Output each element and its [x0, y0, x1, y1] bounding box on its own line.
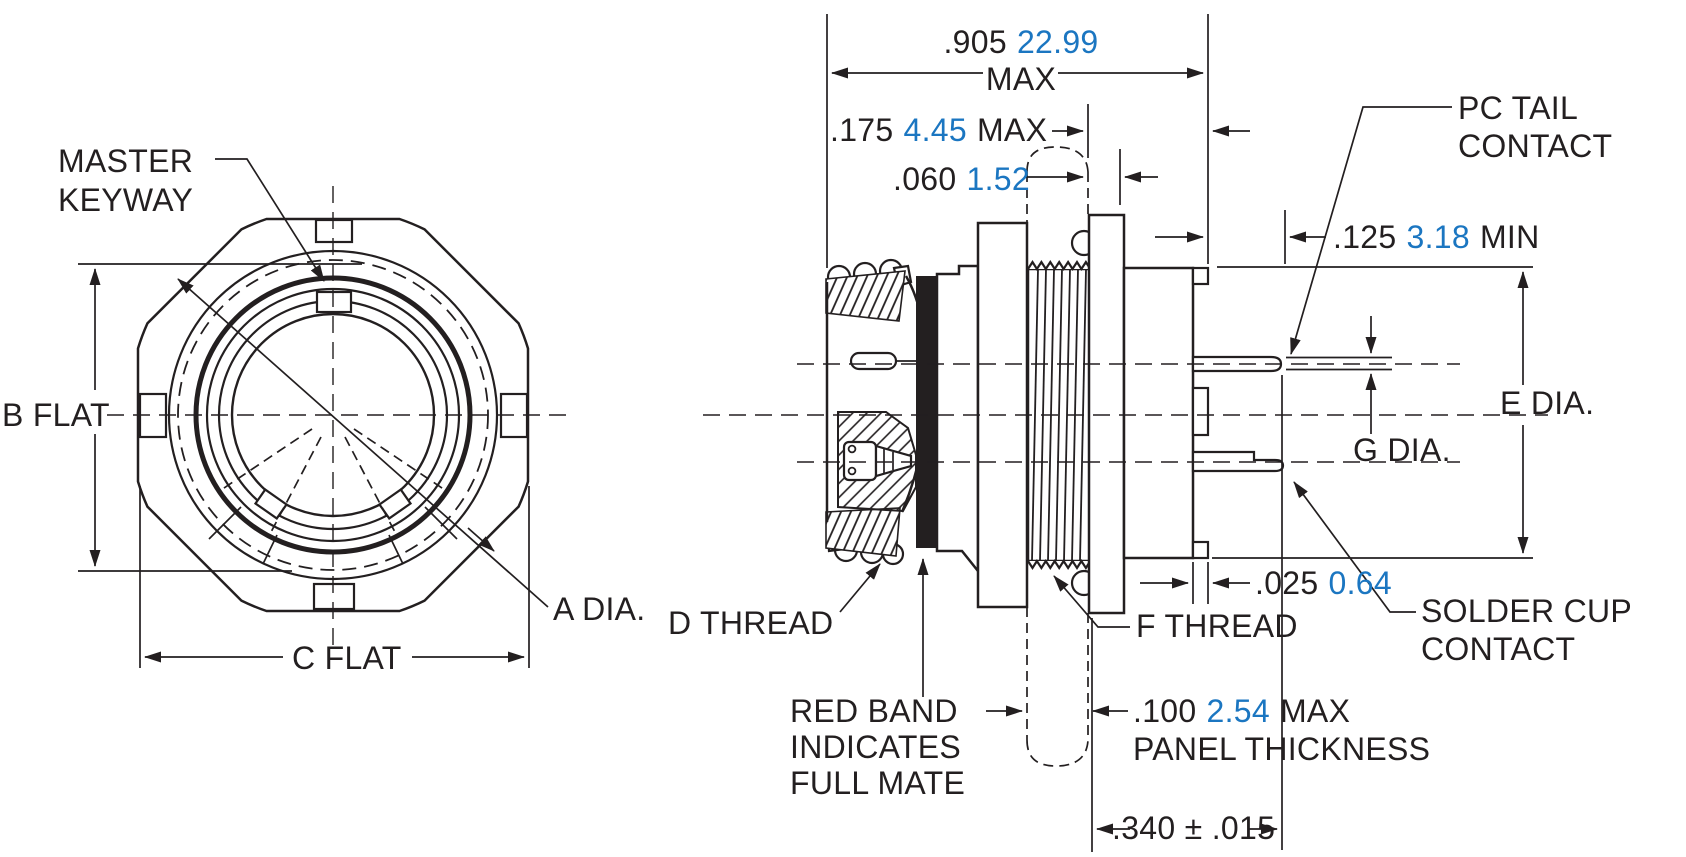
- master-keyway-label-line2: KEYWAY: [58, 182, 193, 218]
- solder-cup-leader: [1293, 481, 1416, 613]
- front-view: MASTER KEYWAY B FLAT C FLAT A DIA.: [2, 143, 646, 676]
- dim-e-dia: [1212, 266, 1533, 559]
- solder-cup-contact: [1191, 450, 1285, 473]
- f-thread-leader: [1053, 575, 1130, 628]
- dim-mount-text: .340 ± .015: [1112, 810, 1275, 846]
- jam-nut: [1087, 213, 1126, 615]
- b-flat-dimension: [78, 263, 362, 572]
- dim-overall-length: [826, 14, 1209, 268]
- side-centerlines: [703, 363, 1548, 463]
- g-dia-label: G DIA.: [1353, 432, 1451, 468]
- red-band: [916, 276, 937, 548]
- e-dia-label: E DIA.: [1500, 385, 1594, 421]
- solder-cup-label-line2: CONTACT: [1421, 631, 1575, 667]
- d-thread-label: D THREAD: [668, 605, 833, 641]
- d-thread-leader: [839, 563, 881, 613]
- master-keyway-leader: [215, 158, 325, 282]
- bayonet-slot: [849, 351, 898, 371]
- alternate-key-position-lines: [208, 428, 458, 565]
- dim-overall-qualifier: MAX: [986, 61, 1056, 97]
- a-dia-label: A DIA.: [553, 591, 646, 627]
- keyway-bottom-outer: [312, 582, 356, 611]
- a-dia-dimension: [177, 278, 549, 608]
- c-flat-label: C FLAT: [292, 640, 402, 676]
- dim-rear-protrusion: [1052, 104, 1250, 158]
- f-thread-label: F THREAD: [1136, 608, 1298, 644]
- c-flat-dimension: [139, 486, 530, 668]
- red-band-label-line1: RED BAND: [790, 693, 958, 729]
- solder-cup-label-line1: SOLDER CUP: [1421, 593, 1632, 629]
- phantom-panel-outline: [1026, 146, 1089, 767]
- panel-thickness-label: PANEL THICKNESS: [1133, 731, 1430, 767]
- keyway-top-outer: [314, 218, 354, 244]
- red-band-label-line2: INDICATES: [790, 729, 961, 765]
- b-flat-label: B FLAT: [2, 397, 110, 433]
- red-band-label-line3: FULL MATE: [790, 765, 965, 801]
- master-keyway-notch: [315, 290, 353, 314]
- dim-tail-min: [1155, 210, 1326, 264]
- pc-tail-label-line2: CONTACT: [1458, 128, 1612, 164]
- master-keyway-label-line1: MASTER: [58, 143, 193, 179]
- dim-nut-thickness: [1024, 149, 1158, 205]
- dim-mount-depth: [1091, 375, 1283, 852]
- shell-body: [935, 264, 980, 575]
- d-thread-coupling: [825, 258, 930, 566]
- pc-tail-label-line1: PC TAIL: [1458, 90, 1578, 126]
- rear-insert: [1122, 266, 1210, 560]
- dim-insert-step: [1140, 562, 1250, 604]
- pc-tail-leader: [1290, 106, 1452, 355]
- front-centerlines: [107, 186, 575, 648]
- socket-contact-section: [842, 440, 913, 482]
